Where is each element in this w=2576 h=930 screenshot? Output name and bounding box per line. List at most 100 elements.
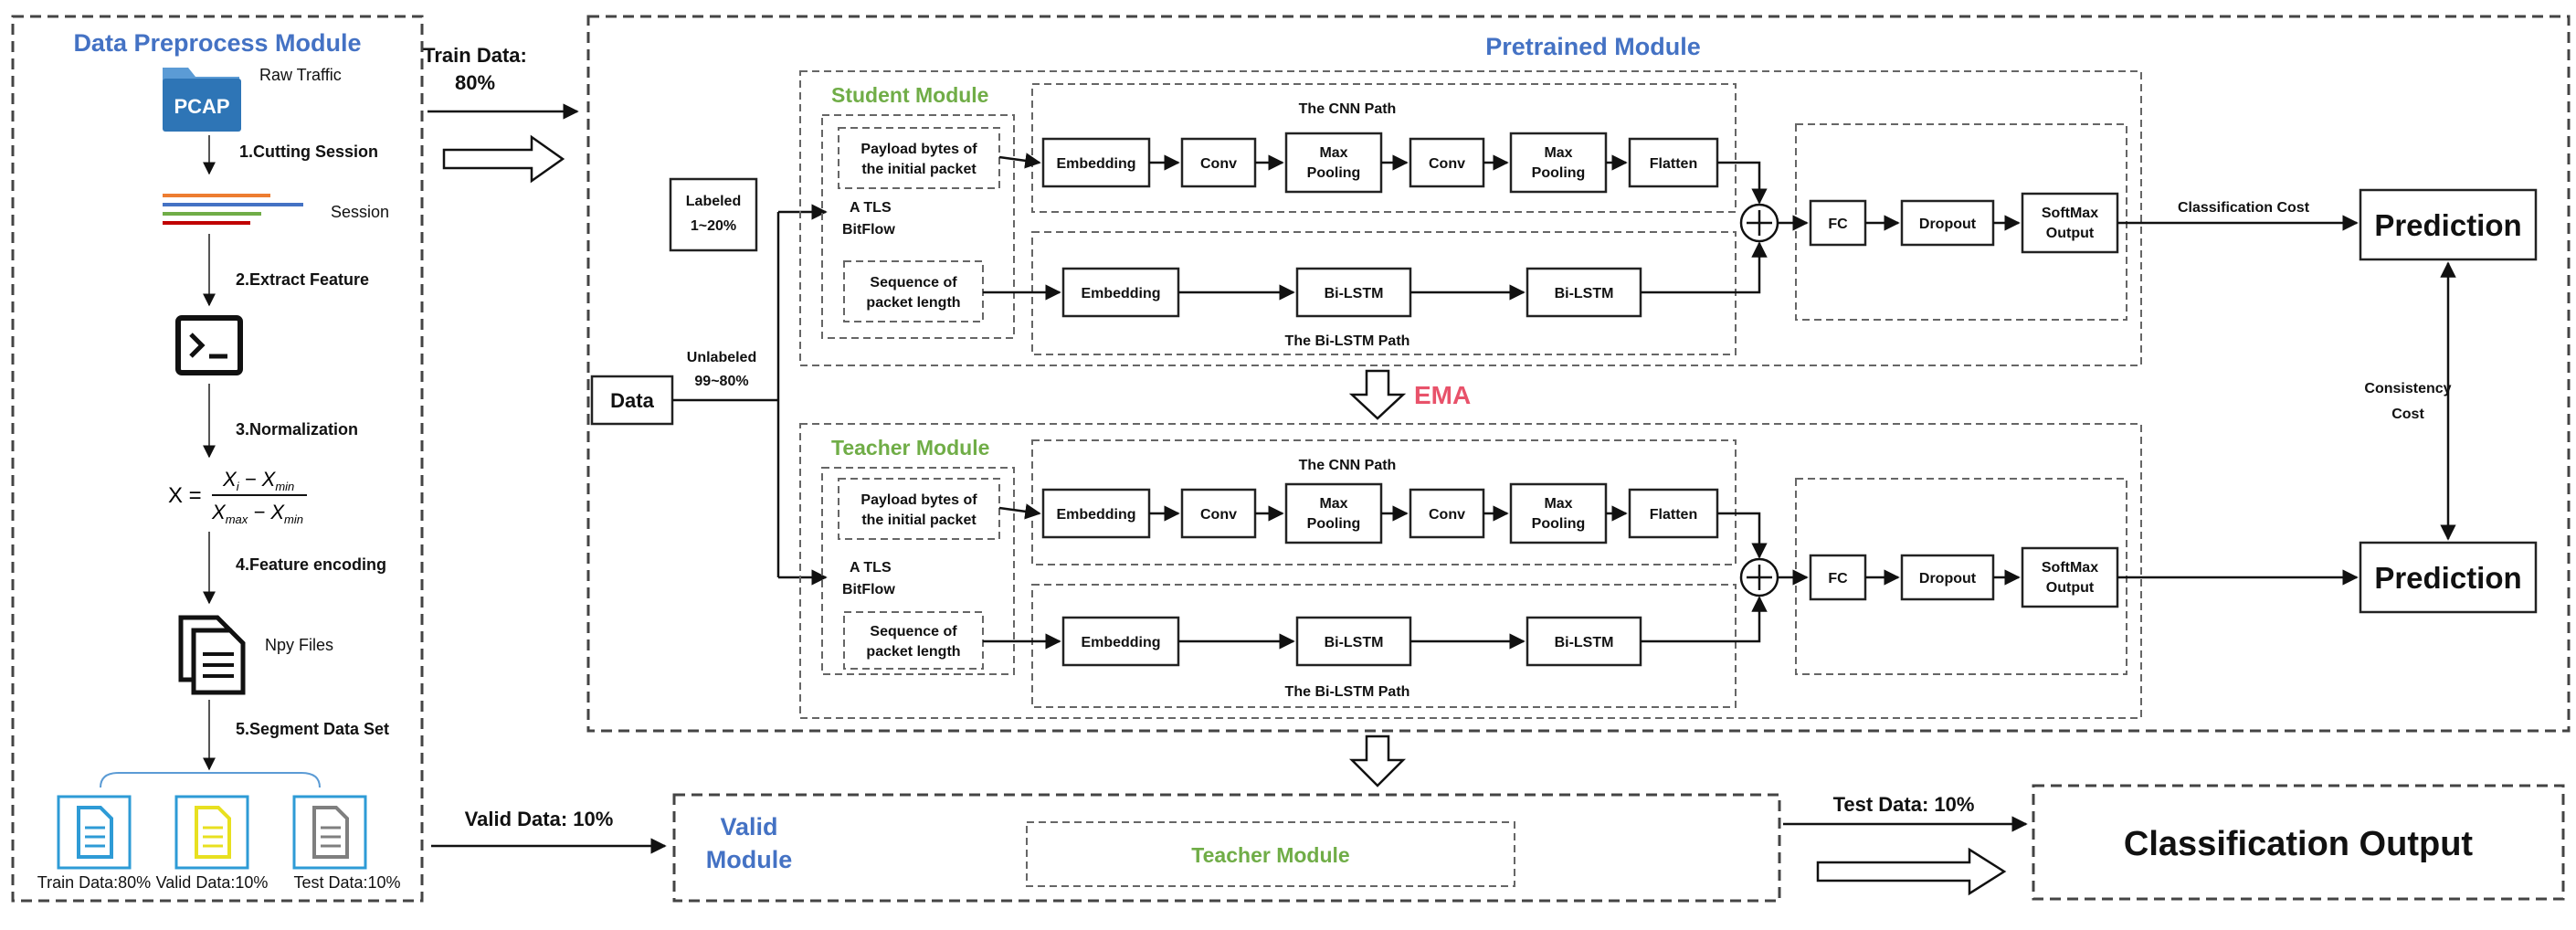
- teacher-dropout-label: Dropout: [1919, 571, 1977, 587]
- teacher-concat-icon: [1739, 557, 1779, 597]
- student-payload-1: Payload bytes of: [860, 142, 977, 157]
- teacher-bilstm-1-label: Bi-LSTM: [1325, 635, 1384, 650]
- train-file-icon: [57, 795, 132, 870]
- teacher-seq-1: Sequence of: [870, 624, 957, 639]
- train-hollow-arrow: [442, 134, 565, 184]
- train-data-label-1: Train Data:: [423, 44, 527, 67]
- svg-text:Xmax − Xmin: Xmax − Xmin: [211, 501, 303, 526]
- classification-output-label: Classification Output: [2124, 825, 2473, 863]
- npy-files-label: Npy Files: [265, 636, 333, 654]
- svg-text:Xi − Xmin: Xi − Xmin: [222, 468, 294, 493]
- student-cnn-to-concat: [1717, 161, 1768, 205]
- unlabeled-label-2: 99~80%: [694, 374, 748, 389]
- step-normalization: 3.Normalization: [236, 420, 358, 439]
- train-data-label-2: 80%: [455, 71, 495, 94]
- test-file-label: Test Data:10%: [293, 873, 400, 892]
- student-cnn-title: The CNN Path: [1299, 101, 1397, 117]
- teacher-bilstm-1: [1295, 616, 1412, 667]
- teacher-seq-2: packet length: [866, 644, 960, 660]
- student-lstm-embedding-label: Embedding: [1081, 286, 1160, 301]
- preprocess-module-frame: [11, 15, 424, 903]
- labeled-label-1: Labeled: [686, 194, 741, 209]
- teacher-payload-1: Payload bytes of: [860, 492, 977, 508]
- valid-teacher-label: Teacher Module: [1191, 843, 1349, 867]
- student-module-frame: [799, 70, 2142, 366]
- teacher-lstm-embedding-label: Embedding: [1081, 635, 1160, 650]
- student-flatten: [1628, 137, 1719, 188]
- teacher-cnn-frame: [1031, 439, 1737, 565]
- student-payload-box: [838, 127, 1000, 189]
- student-seq-1: Sequence of: [870, 275, 957, 291]
- step-extract-feature: 2.Extract Feature: [236, 270, 369, 289]
- prediction-student: [2359, 188, 2538, 261]
- prediction-teacher-label: Prediction: [2374, 561, 2521, 595]
- student-bilstm-2-label: Bi-LSTM: [1555, 286, 1614, 301]
- student-maxpool-1-l1: Max: [1319, 145, 1347, 161]
- terminal-icon: [175, 315, 243, 375]
- labeled-label-2: 1~20%: [691, 218, 736, 234]
- npy-files-icon: [178, 615, 246, 695]
- labeled-box: [669, 177, 758, 252]
- teacher-title: Teacher Module: [831, 436, 989, 460]
- student-conv-2: [1409, 137, 1485, 188]
- student-payload-arrow: [998, 153, 1041, 169]
- valid-title-1: Valid: [720, 813, 777, 840]
- teacher-lstm-embedding: [1061, 616, 1180, 667]
- student-title: Student Module: [831, 83, 988, 107]
- teacher-tls-1: A TLS: [850, 560, 892, 576]
- svg-text:X =: X =: [168, 483, 202, 508]
- student-bilstm-1-label: Bi-LSTM: [1325, 286, 1384, 301]
- student-maxpool-2-l1: Max: [1544, 145, 1572, 161]
- teacher-cnn-embedding: [1041, 488, 1151, 539]
- student-seq-box: [843, 260, 984, 322]
- preprocess-title: Data Preprocess Module: [73, 29, 361, 57]
- student-conv-2-label: Conv: [1429, 156, 1465, 172]
- train-file-label: Train Data:80%: [37, 873, 151, 892]
- session-icon: [163, 194, 303, 225]
- teacher-cnn-title: The CNN Path: [1299, 458, 1397, 473]
- teacher-seq-box: [843, 611, 984, 670]
- teacher-conv-1-label: Conv: [1200, 507, 1237, 523]
- teacher-maxpool-1-l2: Pooling: [1307, 516, 1361, 532]
- data-block: [590, 375, 674, 426]
- test-hollow-arrow: [1816, 847, 2007, 896]
- step-feature-encoding: 4.Feature encoding: [236, 555, 386, 574]
- teacher-flatten-label: Flatten: [1650, 507, 1697, 523]
- teacher-payload-2: the initial packet: [861, 513, 977, 528]
- student-maxpool-2: [1509, 132, 1608, 194]
- student-flatten-label: Flatten: [1650, 156, 1697, 172]
- raw-traffic-label: Raw Traffic: [259, 66, 342, 84]
- teacher-softmax: [2021, 546, 2119, 608]
- teacher-conv-1: [1180, 488, 1257, 539]
- pretrained-module-frame: [586, 15, 2571, 733]
- step-segment-data: 5.Segment Data Set: [236, 720, 389, 738]
- student-maxpool-1: [1284, 132, 1383, 194]
- student-maxpool-2-l2: Pooling: [1532, 165, 1586, 181]
- teacher-cnn-embedding-label: Embedding: [1056, 507, 1135, 523]
- student-dropout-label: Dropout: [1919, 217, 1977, 232]
- teacher-cnn-to-concat: [1717, 512, 1768, 559]
- teacher-maxpool-1: [1284, 482, 1383, 544]
- unlabeled-label-1: Unlabeled: [687, 350, 756, 365]
- student-tls-frame: [821, 114, 1015, 339]
- teacher-module-frame: [799, 423, 2142, 719]
- student-softmax: [2021, 192, 2119, 254]
- teacher-bilstm-2-label: Bi-LSTM: [1555, 635, 1614, 650]
- classification-cost-label: Classification Cost: [2178, 200, 2310, 216]
- ema-label: EMA: [1414, 381, 1471, 409]
- student-concat-icon: [1739, 203, 1779, 243]
- pcap-label: PCAP: [174, 95, 229, 118]
- student-payload-2: the initial packet: [861, 162, 977, 177]
- teacher-maxpool-2-l2: Pooling: [1532, 516, 1586, 532]
- student-lstm-title: The Bi-LSTM Path: [1285, 333, 1410, 349]
- teacher-lstm-frame: [1031, 584, 1737, 708]
- student-dropout: [1900, 199, 1995, 247]
- consistency-label-2: Cost: [2391, 407, 2424, 422]
- normalization-formula: X = Xi − Xmin Xmax − Xmin: [168, 468, 307, 526]
- student-cnn-embedding-label: Embedding: [1056, 156, 1135, 172]
- student-conv-1-label: Conv: [1200, 156, 1237, 172]
- student-softmax-l1: SoftMax: [2042, 206, 2098, 221]
- teacher-fc-label: FC: [1828, 571, 1848, 587]
